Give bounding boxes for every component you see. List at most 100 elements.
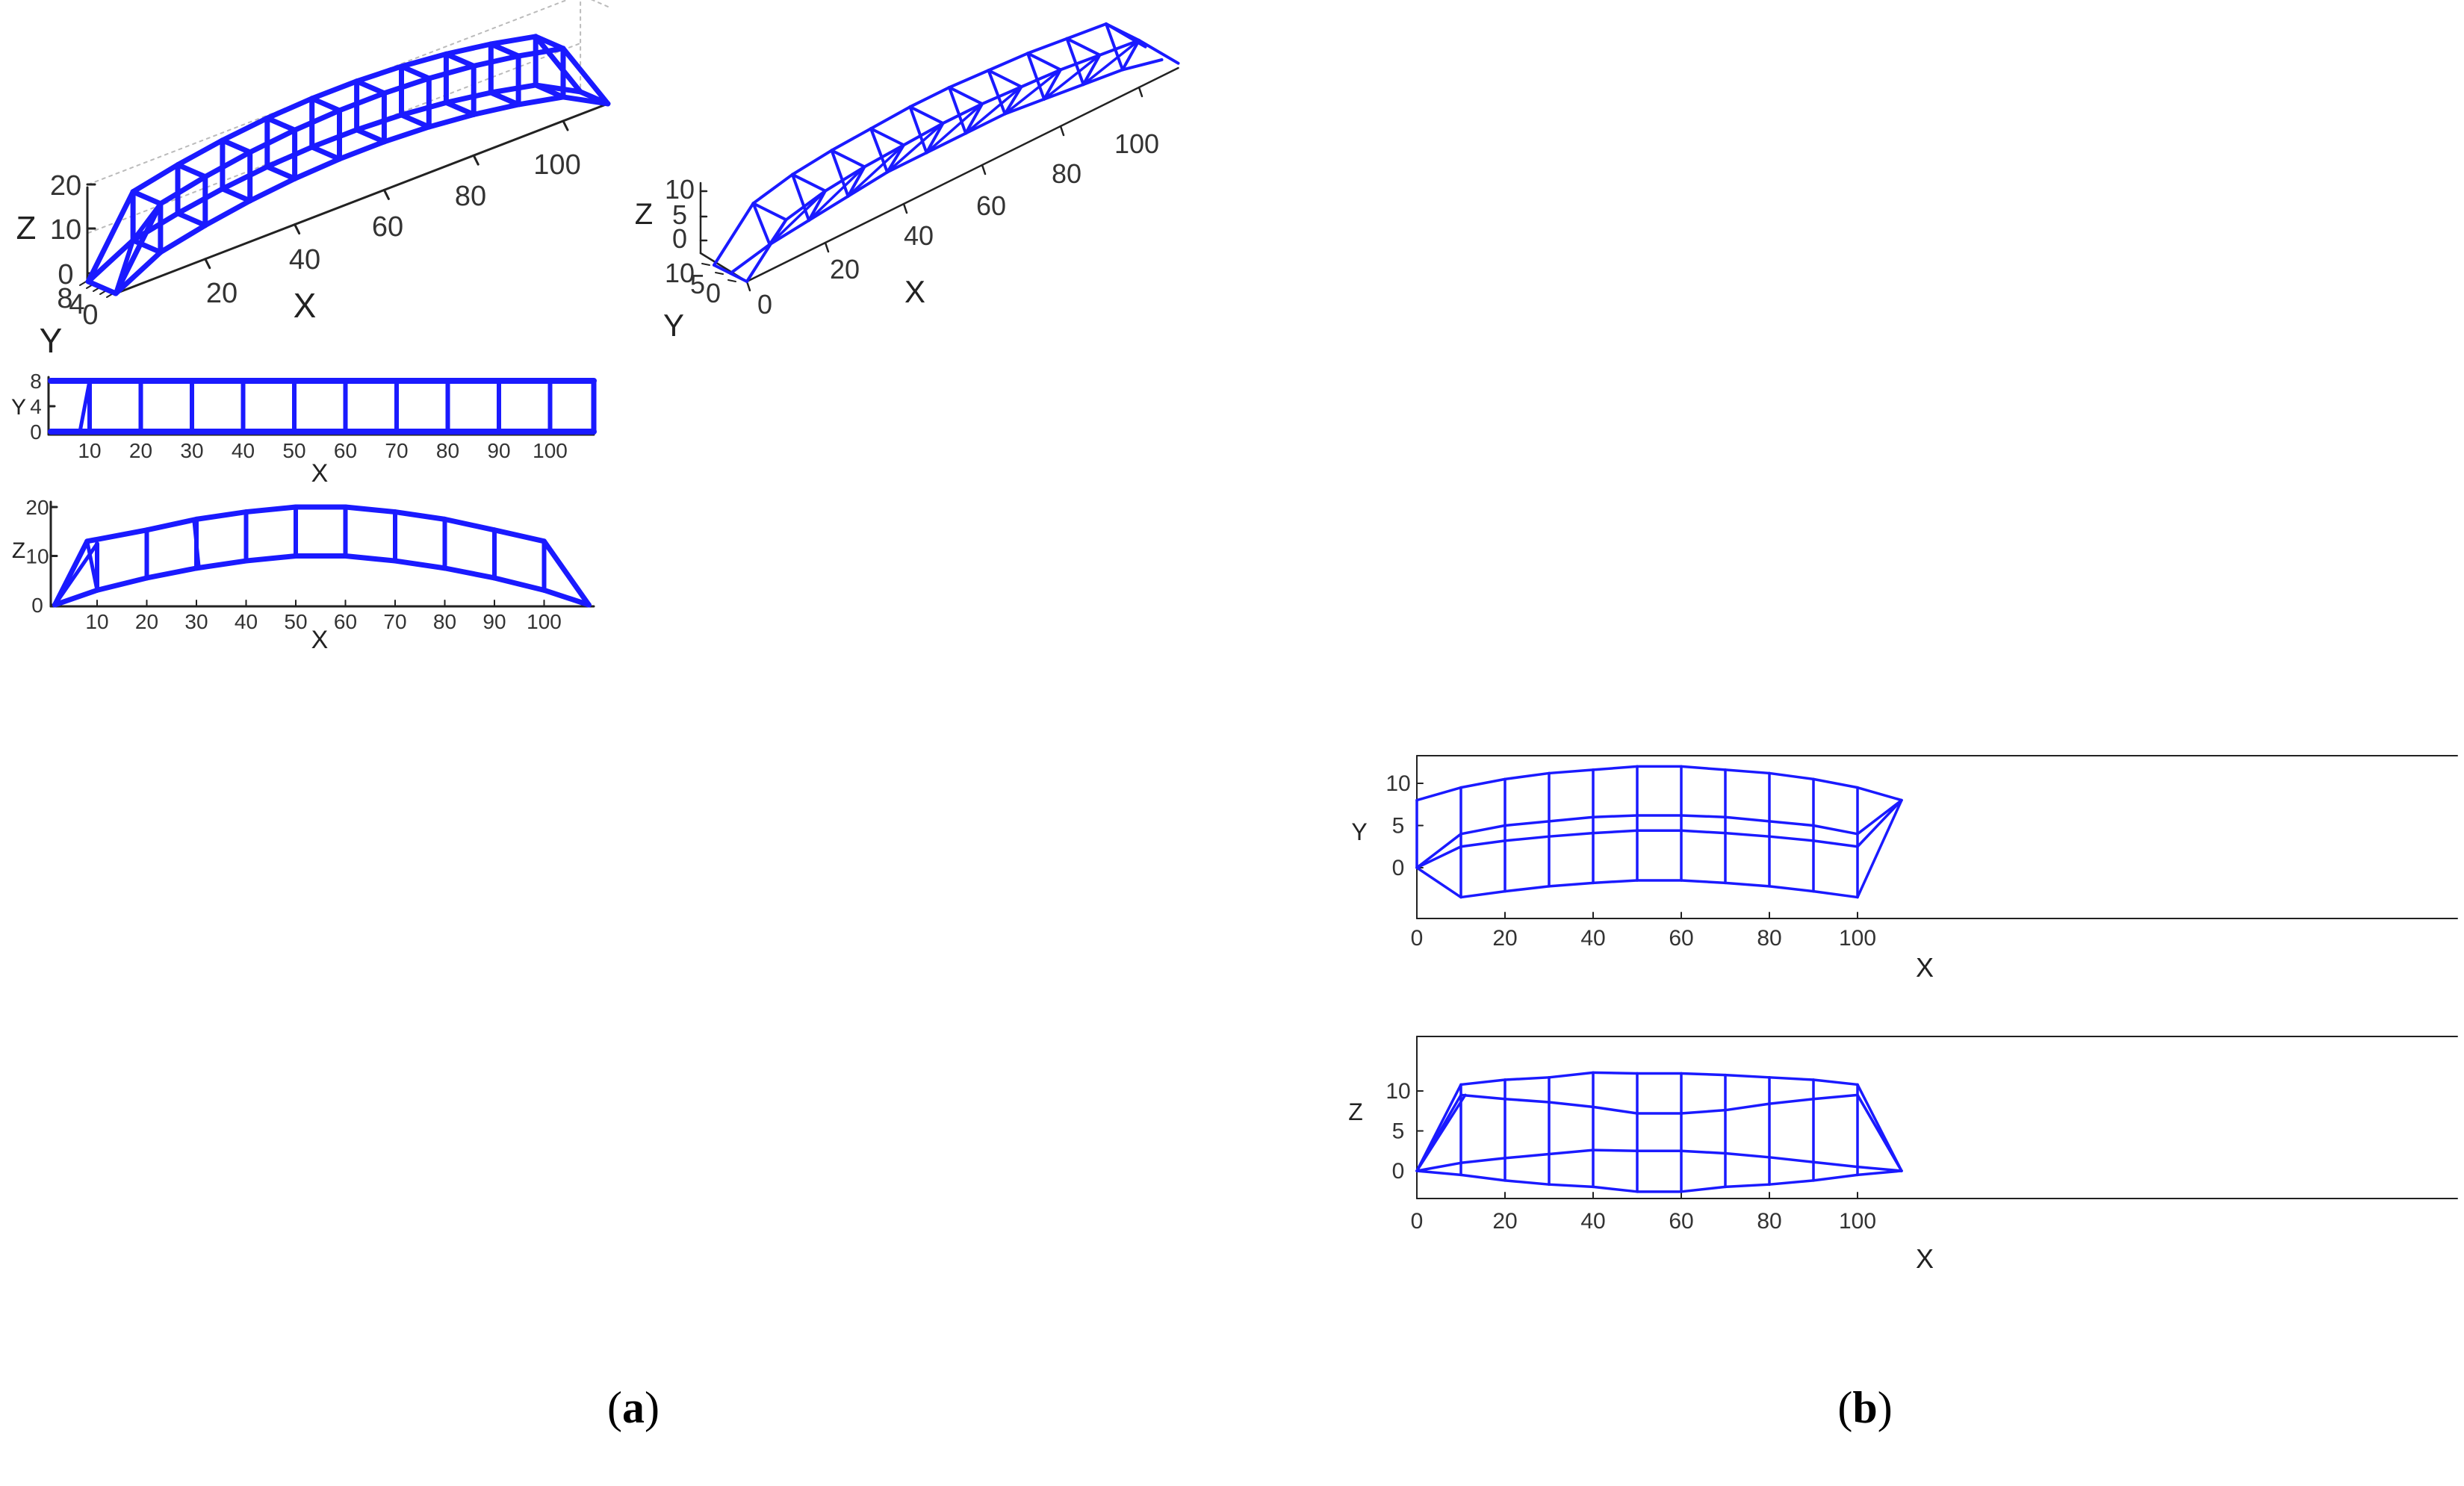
- truss-chord-member: [830, 127, 872, 152]
- truss-cross-member: [309, 144, 342, 162]
- truss-chord-member: [1043, 83, 1085, 101]
- truss-cross-member: [354, 78, 387, 96]
- x-tick-label: 0: [757, 289, 772, 320]
- truss-chord-member: [533, 34, 583, 95]
- x-axis-label: X: [311, 626, 329, 654]
- x-tick-label: 20: [1492, 1209, 1517, 1234]
- truss-chord-member: [309, 127, 360, 150]
- truss-diagonal-member: [886, 122, 945, 174]
- x-tick-label: 60: [1669, 1209, 1693, 1234]
- truss-chord-member: [908, 86, 951, 109]
- y-tick-label: 0: [1392, 856, 1405, 880]
- truss-chord-member: [292, 156, 342, 181]
- truss-chord-member: [354, 63, 404, 84]
- truss-chord-member: [1680, 1149, 1727, 1155]
- truss-chord-member: [1812, 824, 1859, 836]
- caption-b: (b): [1837, 1383, 1892, 1432]
- truss-cross-member: [1105, 22, 1141, 42]
- z-tick-label: 0: [31, 594, 43, 617]
- truss-chord-member: [1548, 1071, 1595, 1079]
- x-tick-label: 40: [235, 610, 258, 633]
- truss-chord-member: [158, 174, 208, 207]
- truss-chord-member: [130, 162, 181, 195]
- x-axis-label: X: [1916, 952, 1934, 983]
- truss-chord-member: [902, 122, 945, 147]
- truss-chord-member: [1768, 771, 1815, 781]
- x-tick: [902, 202, 908, 214]
- truss-vertical-member: [846, 165, 866, 198]
- truss-chord-member: [113, 249, 164, 296]
- z-axis-label: Z: [12, 538, 25, 563]
- truss-cross-member: [443, 99, 477, 117]
- truss-chord-member: [1680, 1108, 1727, 1115]
- y-tick: [727, 279, 736, 282]
- truss-chord-member: [1059, 53, 1102, 72]
- truss-chord-member: [1548, 1148, 1595, 1156]
- x-tick: [472, 154, 480, 166]
- x-tick-label: 80: [433, 610, 456, 633]
- truss-diagonal-member: [1082, 39, 1141, 86]
- truss-chord-member: [964, 112, 1007, 135]
- truss-chord-member: [1680, 765, 1727, 771]
- truss-diagonal-member: [846, 143, 905, 198]
- truss-chord-member: [471, 53, 521, 69]
- truss-chord-member: [247, 127, 298, 155]
- truss-chord-member: [1680, 829, 1727, 835]
- truss-chord-member: [243, 504, 299, 515]
- truss-chord-member: [1459, 777, 1506, 789]
- y-axis-label: Y: [663, 308, 684, 343]
- x-tick-label: 80: [1757, 1209, 1781, 1234]
- truss-diagonal-member: [1415, 1093, 1467, 1172]
- truss-chord-member: [1768, 820, 1815, 827]
- truss-cross-member: [354, 127, 387, 145]
- truss-chord-member: [1592, 1105, 1639, 1115]
- y-tick-label: 10: [1385, 771, 1410, 796]
- x-tick-label: 100: [527, 610, 562, 633]
- truss-chord-member: [925, 131, 967, 155]
- truss-cross-member: [309, 96, 342, 114]
- truss-chord-member: [1503, 1152, 1551, 1160]
- truss-chord-member: [1415, 866, 1462, 899]
- truss-chord-member: [85, 189, 136, 285]
- truss-chord-member: [1856, 798, 1903, 836]
- truss-cross-member: [713, 264, 748, 283]
- truss-chord-member: [1680, 1185, 1727, 1193]
- truss-chord-member: [1459, 839, 1506, 848]
- x-tick-label: 60: [1669, 926, 1693, 951]
- truss-chord-member: [1138, 39, 1180, 65]
- truss-vertical-member: [830, 149, 850, 198]
- x-tick: [745, 280, 751, 292]
- z-tick-label: 20: [25, 496, 49, 519]
- y-tick-label: 5: [1392, 814, 1405, 839]
- truss-chord-member: [1724, 815, 1771, 823]
- x-tick-label: 20: [135, 610, 158, 633]
- y-tick-label: 10: [665, 258, 695, 288]
- truss-chord-member: [1768, 1179, 1815, 1186]
- truss-chord-member: [443, 41, 494, 57]
- truss-chord-member: [729, 243, 772, 275]
- truss-chord-member: [264, 144, 315, 170]
- x-tick-label: 10: [85, 610, 108, 633]
- truss-chord-member: [343, 553, 398, 564]
- truss-chord-member: [1812, 1173, 1859, 1182]
- truss-chord-member: [488, 34, 539, 47]
- truss-chord-member: [193, 558, 249, 571]
- truss-vertical-member: [1003, 85, 1023, 116]
- truss-chord-member: [193, 509, 249, 522]
- truss-cross-member: [130, 189, 164, 207]
- truss-diagonal-member: [52, 541, 99, 607]
- y-tick: [701, 263, 710, 266]
- truss-chord-member: [1856, 1165, 1903, 1172]
- truss-chord-member: [175, 137, 226, 168]
- truss-vertical-member: [1105, 22, 1124, 72]
- truss-chord-member: [1812, 777, 1859, 789]
- x-tick: [1138, 86, 1143, 98]
- truss-chord-member: [442, 565, 497, 581]
- truss-chord-member: [515, 46, 566, 59]
- truss-chord-member: [863, 143, 905, 169]
- truss-chord-member: [560, 46, 611, 107]
- truss-chord-member: [1812, 1078, 1859, 1086]
